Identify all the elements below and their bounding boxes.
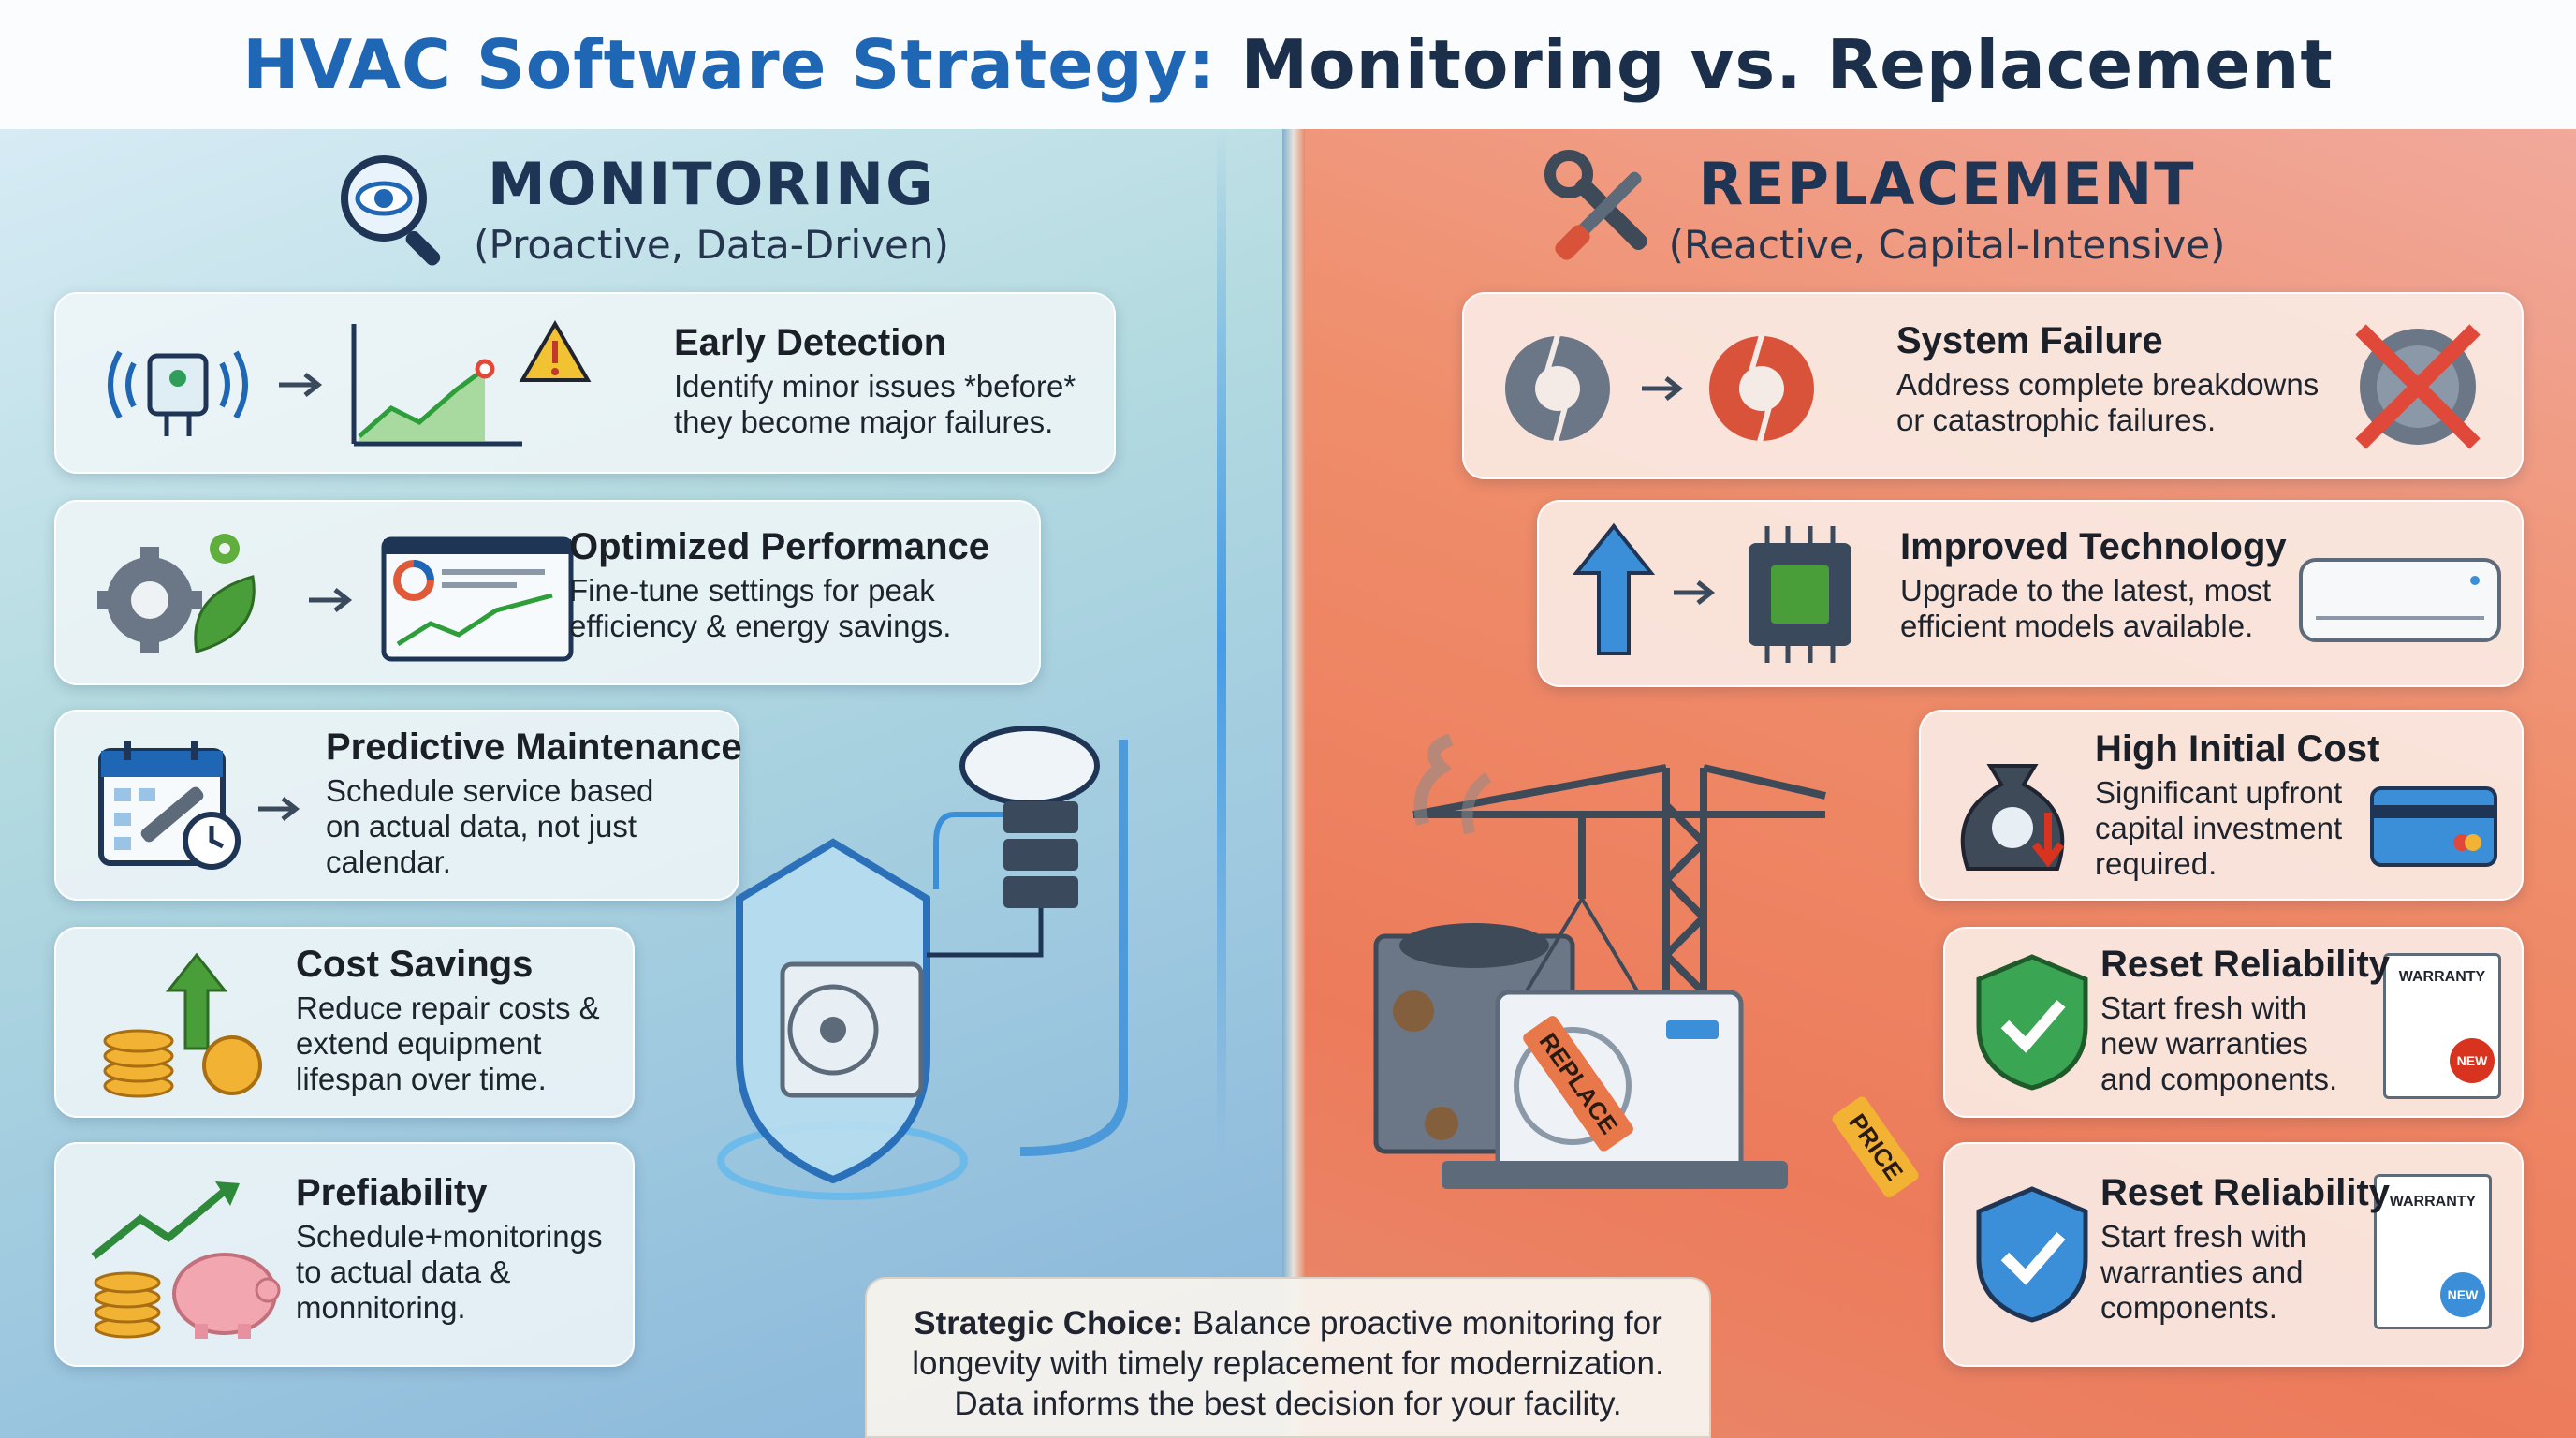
coins-arrow-icon [103, 952, 262, 1098]
broken-gear-fan-icon [1505, 334, 1814, 443]
card-desc: Reduce repair costs & extend equipment l… [296, 990, 600, 1096]
card-desc: Start fresh with warranties and componen… [2100, 1219, 2307, 1325]
monitoring-heading: MONITORING (Proactive, Data-Driven) [449, 150, 973, 268]
card-prefiability: Prefiability Schedule+monitorings to act… [54, 1142, 635, 1367]
card-title: Early Detection [674, 322, 947, 363]
replacement-heading: REPLACEMENT (Reactive, Capital-Intensive… [1657, 150, 2237, 268]
header: HVAC Software Strategy: Monitoring vs. R… [0, 0, 2576, 129]
card-reset-reliability-1: WARRANTY NEW Reset Reliability Start fre… [1943, 927, 2524, 1118]
magnifier-eye-icon [341, 155, 441, 266]
card-title: Optimized Performance [569, 526, 990, 567]
data-stream-line [1217, 129, 1226, 1159]
card-title: Reset Reliability [2100, 1172, 2391, 1213]
card-reset-reliability-2: WARRANTY NEW Reset Reliability Start fre… [1943, 1142, 2524, 1367]
shield-check-icon [1976, 954, 2088, 1091]
gear-leaf-dashboard-icon [97, 534, 574, 662]
coins-piggybank-icon [91, 1181, 281, 1339]
card-predictive-maintenance: Predictive Maintenance Schedule service … [54, 710, 742, 901]
warranty-document-icon: WARRANTY NEW [2383, 953, 2501, 1099]
new-seal: NEW [2450, 1038, 2495, 1083]
card-system-failure: System Failure Address complete breakdow… [1462, 292, 2524, 479]
card-desc: Schedule service based on actual data, n… [326, 773, 654, 879]
sensor-chart-alert-icon [108, 320, 592, 447]
strategy-text1: Balance proactive monitoring for [1183, 1305, 1662, 1342]
card-cost-savings: Cost Savings Reduce repair costs & exten… [54, 927, 635, 1118]
shield-ac-cloud-icon [717, 726, 1128, 1200]
page-title: HVAC Software Strategy: Monitoring vs. R… [242, 25, 2334, 104]
center-divider [1282, 129, 1305, 1438]
card-title: Prefiability [296, 1172, 488, 1213]
card-title: Cost Savings [296, 944, 534, 985]
fan-cross-icon [2355, 324, 2481, 449]
wrench-screwdriver-icon [1544, 150, 1647, 260]
card-title: Predictive Maintenance [326, 726, 742, 768]
card-desc: Address complete breakdowns or catastrop… [1896, 367, 2320, 437]
warranty-label: WARRANTY [2389, 1194, 2477, 1210]
card-early-detection: Early Detection Identify minor issues *b… [54, 292, 1116, 474]
card-desc: Start fresh with new warranties and comp… [2100, 990, 2338, 1096]
warranty-label: WARRANTY [2398, 969, 2486, 985]
calendar-wrench-clock-icon [98, 741, 300, 870]
arrow-chip-ac-icon [1572, 522, 1852, 663]
card-title: Reset Reliability [2100, 944, 2391, 985]
title-part1: HVAC Software Strategy: [242, 25, 1217, 104]
shield-check-icon [1976, 1186, 2088, 1323]
card-title: High Initial Cost [2095, 728, 2380, 770]
title-part2: Monitoring vs. Replacement [1240, 25, 2334, 104]
strategy-label: Strategic Choice: [914, 1305, 1184, 1342]
card-desc: Identify minor issues *before* they beco… [674, 369, 1076, 439]
card-improved-technology: Improved Technology Upgrade to the lates… [1537, 500, 2524, 687]
crane-old-new-unit-icon [1373, 733, 1826, 1189]
credit-card-icon [2370, 786, 2497, 867]
card-high-initial-cost: High Initial Cost Significant upfront ca… [1919, 710, 2524, 901]
strategic-choice-box: Strategic Choice: Balance proactive moni… [865, 1277, 1711, 1438]
moneybag-icon [1960, 764, 2065, 871]
monitoring-subtitle: (Proactive, Data-Driven) [474, 222, 949, 268]
replacement-title: REPLACEMENT [1698, 150, 2196, 218]
card-desc: Schedule+monitorings to actual data & mo… [296, 1219, 603, 1325]
card-optimized-performance: Optimized Performance Fine-tune settings… [54, 500, 1041, 685]
card-desc: Fine-tune settings for peak efficiency &… [569, 573, 952, 643]
replacement-subtitle: (Reactive, Capital-Intensive) [1668, 222, 2226, 268]
card-desc: Significant upfront capital investment r… [2095, 775, 2343, 881]
card-title: Improved Technology [1900, 526, 2287, 567]
new-seal: NEW [2440, 1272, 2485, 1317]
strategy-text2: longevity with timely replacement for mo… [912, 1345, 1664, 1382]
strategy-text3: Data informs the best decision for your … [954, 1386, 1622, 1422]
monitoring-title: MONITORING [488, 150, 935, 218]
air-conditioner-icon [2299, 558, 2501, 642]
card-desc: Upgrade to the latest, most efficient mo… [1900, 573, 2272, 643]
warranty-clipboard-icon: WARRANTY NEW [2374, 1174, 2492, 1329]
card-title: System Failure [1896, 320, 2163, 361]
